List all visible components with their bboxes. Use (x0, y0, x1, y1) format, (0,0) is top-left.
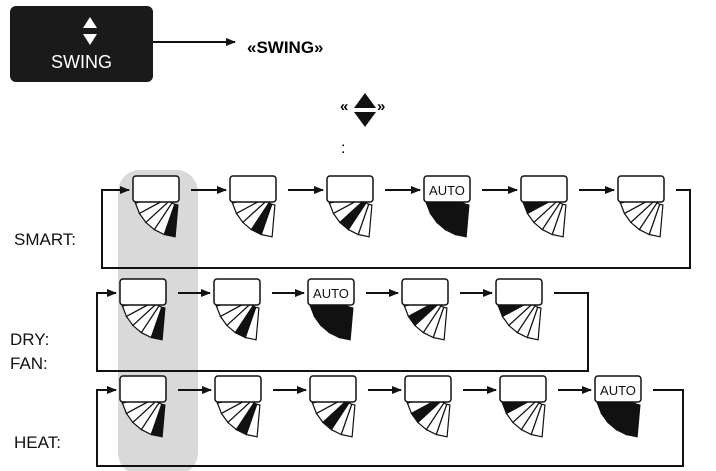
mode-row: AUTO (96, 375, 684, 467)
vane-position (132, 175, 180, 238)
ac-unit-body (229, 175, 277, 203)
mode-label-fan: FAN: (10, 354, 48, 373)
swing-callout: «SWING» (247, 38, 324, 57)
ac-unit-body (401, 278, 449, 306)
vane-position (520, 175, 568, 238)
selector-right: » (377, 98, 386, 115)
ac-unit-body (213, 278, 261, 306)
vane-position (401, 278, 449, 341)
ac-unit-body (617, 175, 665, 203)
mode-row: AUTO (101, 175, 691, 269)
auto-label: AUTO (313, 286, 349, 301)
vane-position: AUTO (423, 175, 471, 238)
mode-label-dry: DRY: (10, 330, 50, 349)
selector-left: « (340, 98, 349, 115)
vane-position (229, 175, 277, 238)
ac-unit-body (119, 375, 167, 403)
vane-position (119, 278, 167, 341)
loop-line (101, 186, 691, 269)
mode-row: AUTO (96, 278, 589, 372)
colon: : (341, 140, 346, 157)
vane-position: AUTO (594, 375, 642, 438)
auto-label: AUTO (600, 383, 636, 398)
ac-unit-body (520, 175, 568, 203)
vane-position (214, 375, 262, 438)
selector: « » (340, 93, 390, 127)
vane-position (213, 278, 261, 341)
vane-position (495, 278, 543, 341)
ac-unit-body (594, 375, 642, 403)
vane-position (326, 175, 374, 238)
up-down-arrows-icon (83, 17, 97, 45)
vane-position (309, 375, 357, 438)
up-down-arrows-icon (354, 93, 376, 127)
loop-line (96, 386, 684, 467)
ac-unit-body (499, 375, 547, 403)
vane-position (119, 375, 167, 438)
ac-unit-body (404, 375, 452, 403)
vane-position (404, 375, 452, 438)
ac-unit-body (307, 278, 355, 306)
ac-unit-body (326, 175, 374, 203)
ac-unit-body (132, 175, 180, 203)
vane-position (499, 375, 547, 438)
auto-label: AUTO (429, 183, 465, 198)
swing-button[interactable]: SWING (10, 6, 153, 82)
vane-position (617, 175, 665, 238)
ac-unit-body (423, 175, 471, 203)
loop-line (96, 289, 589, 372)
ac-unit-body (309, 375, 357, 403)
ac-unit-body (495, 278, 543, 306)
vane-position: AUTO (307, 278, 355, 341)
mode-label-smart: SMART: (14, 230, 77, 249)
mode-label-heat: HEAT: (14, 433, 61, 452)
ac-unit-body (214, 375, 262, 403)
swing-button-label: SWING (51, 52, 112, 72)
ac-unit-body (119, 278, 167, 306)
